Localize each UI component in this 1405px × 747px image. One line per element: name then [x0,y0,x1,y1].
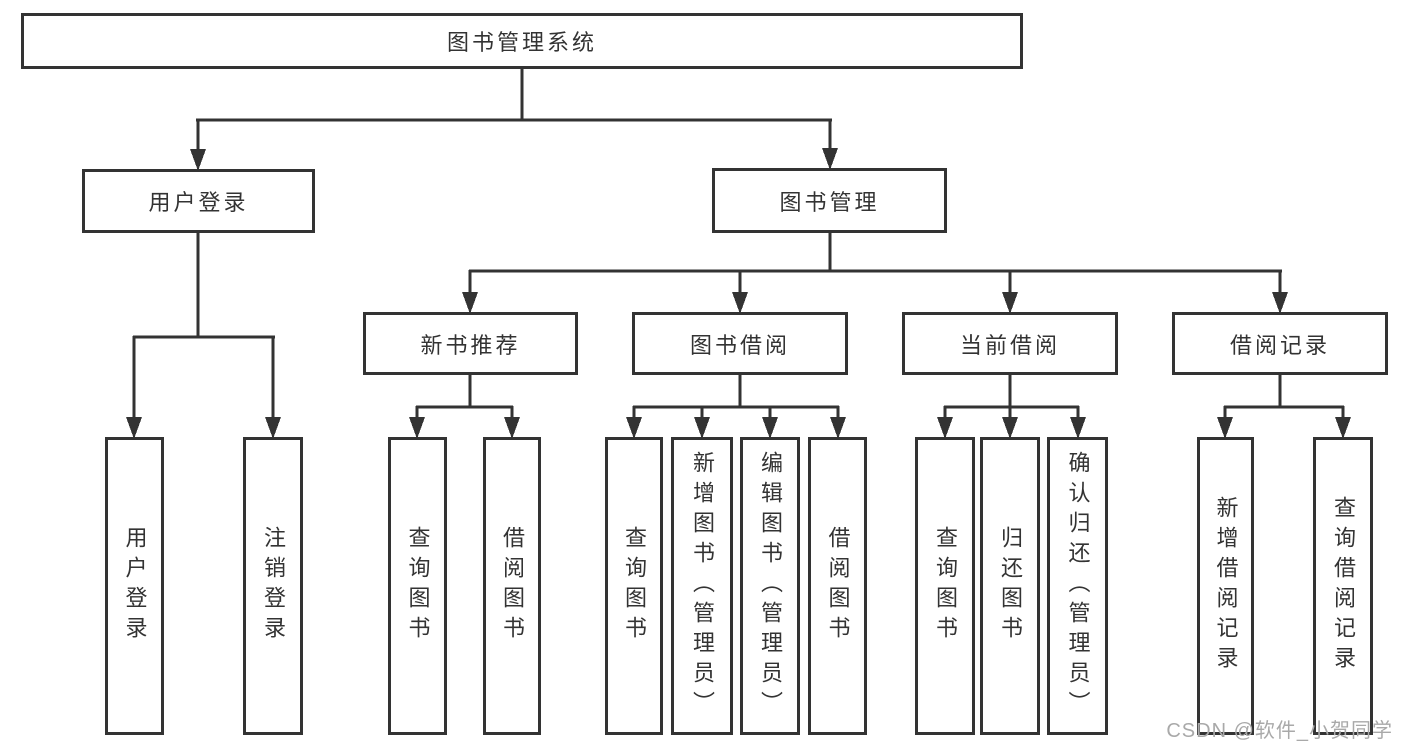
arrowhead [1002,417,1018,439]
node-book-management: 图书管理 [712,168,947,233]
arrowhead [265,417,281,439]
arrowhead [409,417,425,439]
arrowhead [1335,417,1351,439]
arrowhead [694,417,710,439]
arrowhead [626,417,642,439]
arrowhead [937,417,953,439]
leaf-logout-label: 注销登录 [261,526,286,646]
leaf-current-return-books-label: 归还图书 [998,526,1023,646]
arrowhead [126,417,142,439]
node-new-book-recommendation-label: 新书推荐 [420,332,521,358]
node-root-label: 图书管理系统 [446,30,597,55]
node-new-book-recommendation: 新书推荐 [363,312,578,375]
leaf-records-query-record-label: 查询借阅记录 [1331,496,1356,676]
arrowhead [1002,292,1018,314]
leaf-borrowing-edit-books-admin-label: 编辑图书（管理员） [758,451,783,721]
arrowhead [190,149,206,171]
node-user-login: 用户登录 [82,169,315,233]
leaf-current-return-books: 归还图书 [980,437,1040,735]
leaf-borrowing-borrow-books: 借阅图书 [808,437,867,735]
watermark: CSDN @软件_小贺同学 [1166,720,1393,742]
leaf-recommend-query-books-label: 查询图书 [405,526,431,646]
node-book-borrowing-label: 图书借阅 [689,332,790,358]
node-borrowing-records-label: 借阅记录 [1229,332,1330,358]
arrowhead [1272,292,1288,314]
leaf-borrowing-query-books-label: 查询图书 [622,526,647,646]
arrowhead [1217,417,1233,439]
node-book-borrowing: 图书借阅 [632,312,848,375]
leaf-borrowing-borrow-books-label: 借阅图书 [825,526,851,646]
leaf-user-login-label: 用户登录 [122,526,148,646]
arrowhead [732,292,748,314]
leaf-recommend-borrow-books: 借阅图书 [483,437,541,735]
leaf-borrowing-query-books: 查询图书 [605,437,663,735]
arrowhead [822,148,838,170]
leaf-borrowing-add-books-admin: 新增图书（管理员） [671,437,733,735]
leaf-records-add-record-label: 新增借阅记录 [1213,496,1239,676]
arrowhead [1070,417,1086,439]
connector-lines [132,68,1345,421]
leaf-borrowing-edit-books-admin: 编辑图书（管理员） [740,437,800,735]
arrowhead [830,417,846,439]
leaf-records-query-record: 查询借阅记录 [1313,437,1373,735]
leaf-logout: 注销登录 [243,437,303,735]
leaf-borrowing-add-books-admin-label: 新增图书（管理员） [690,451,715,721]
node-book-management-label: 图书管理 [779,189,880,215]
leaf-current-query-books-label: 查询图书 [933,526,958,646]
node-current-borrowing: 当前借阅 [902,312,1118,375]
leaf-recommend-borrow-books-label: 借阅图书 [500,526,525,646]
node-borrowing-records: 借阅记录 [1172,312,1388,375]
node-root: 图书管理系统 [21,13,1023,69]
arrowhead [762,417,778,439]
node-user-login-label: 用户登录 [148,190,249,215]
leaf-current-confirm-return-admin: 确认归还（管理员） [1047,437,1108,735]
node-current-borrowing-label: 当前借阅 [959,332,1060,358]
arrowhead [504,417,520,439]
arrowhead-group [126,148,1351,439]
leaf-user-login: 用户登录 [105,437,164,735]
leaf-records-add-record: 新增借阅记录 [1197,437,1254,735]
leaf-recommend-query-books: 查询图书 [388,437,447,735]
arrowhead [462,292,478,314]
leaf-current-query-books: 查询图书 [915,437,975,735]
leaf-current-confirm-return-admin-label: 确认归还（管理员） [1065,451,1091,721]
